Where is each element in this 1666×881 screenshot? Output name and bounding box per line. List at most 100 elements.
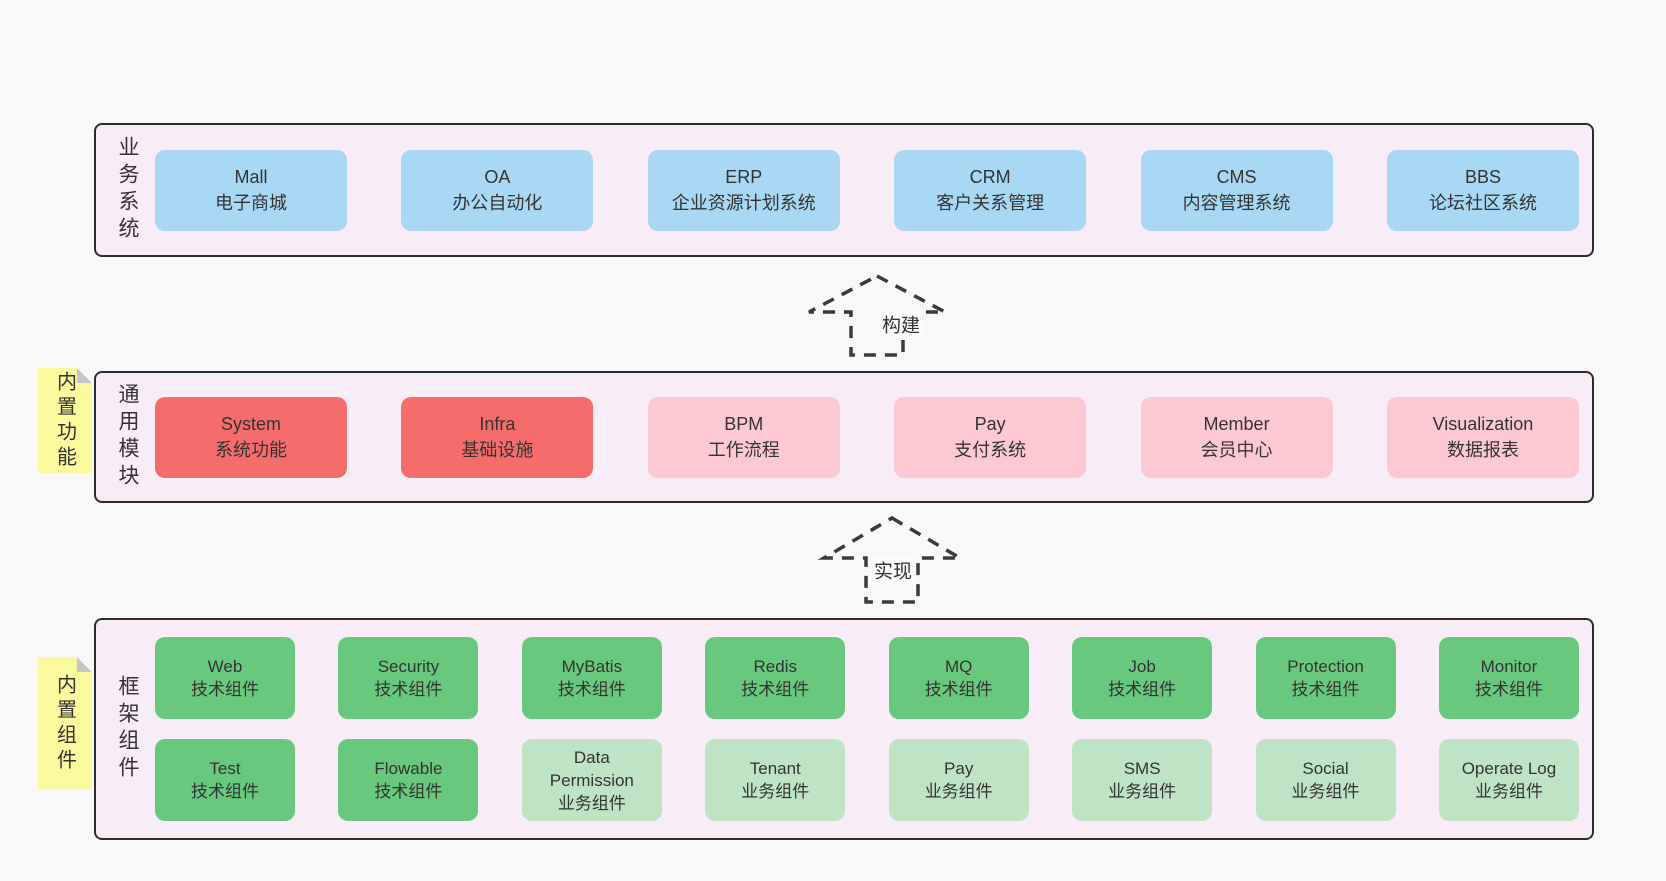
module-box-mall: Mall 电子商城 (155, 149, 347, 231)
module-name: Mall (234, 167, 268, 187)
component-box-security: Security 技术组件 (338, 637, 479, 719)
module-name: OA (484, 167, 511, 187)
component-desc: 业务组件 (924, 782, 993, 801)
component-name: Redis (753, 657, 797, 676)
module-desc: 工作流程 (707, 440, 780, 460)
module-desc: 电子商城 (215, 193, 287, 213)
component-box-redis: Redis 技术组件 (705, 637, 846, 719)
component-desc: 业务组件 (1108, 782, 1177, 801)
component-desc: 技术组件 (191, 680, 259, 699)
module-name: Infra (479, 414, 516, 434)
module-box-cms: CMS 内容管理系统 (1140, 149, 1333, 231)
module-desc: 客户关系管理 (936, 193, 1045, 213)
component-desc: 业务组件 (741, 782, 810, 801)
module-name: CRM (969, 167, 1011, 187)
sticky-note-text: 内置功能 (53, 370, 76, 471)
component-name: Tenant (749, 759, 801, 778)
module-desc: 内容管理系统 (1182, 193, 1291, 213)
component-desc: 业务组件 (1474, 782, 1543, 801)
component-name: SMS (1123, 759, 1161, 778)
module-desc: 数据报表 (1446, 440, 1519, 460)
module-name: Visualization (1432, 414, 1534, 434)
module-name: CMS (1216, 167, 1257, 187)
module-box-crm: CRM 客户关系管理 (894, 149, 1087, 231)
module-box-member: Member 会员中心 (1140, 396, 1333, 478)
component-box-tenant: Tenant 业务组件 (705, 739, 846, 821)
business-systems-row: Mall 电子商城 OA 办公自动化 ERP 企业资源计划系统 CRM 客户关系… (144, 149, 1592, 231)
module-box-pay: Pay 支付系统 (894, 396, 1087, 478)
component-desc: 技术组件 (1108, 680, 1177, 699)
component-name: Social (1302, 759, 1349, 778)
component-desc: 技术组件 (924, 680, 993, 699)
sticky-note-built-in-features: 内置功能 (38, 368, 92, 473)
component-desc: 技术组件 (374, 680, 443, 699)
component-desc: 技术组件 (1291, 680, 1360, 699)
module-name: Pay (974, 414, 1006, 434)
band-common-modules: 通用模块 System 系统功能 Infra 基础设施 BPM 工作流程 Pay… (94, 371, 1594, 503)
band-business-systems: 业务系统 Mall 电子商城 OA 办公自动化 ERP 企业资源计划系统 CRM… (94, 123, 1594, 257)
dashed-up-arrow-icon (808, 274, 946, 357)
sticky-note-text: 内置组件 (53, 673, 76, 774)
component-desc: 技术组件 (741, 680, 810, 699)
module-desc: 企业资源计划系统 (671, 193, 816, 213)
component-name: Operate Log (1461, 759, 1557, 778)
component-name: Web (207, 657, 243, 676)
component-name: Monitor (1480, 657, 1538, 676)
module-box-system: System 系统功能 (155, 396, 347, 478)
component-box-sms: SMS 业务组件 (1072, 739, 1213, 821)
component-box-operate-log: Operate Log 业务组件 (1438, 739, 1579, 821)
sticky-note-built-in-components: 内置组件 (38, 657, 92, 790)
framework-components-row-2: Test 技术组件 Flowable 技术组件 Data Permission … (144, 739, 1592, 821)
module-name: Member (1203, 414, 1270, 434)
component-box-protection: Protection 技术组件 (1255, 637, 1396, 719)
arrow-build: 构建 (807, 272, 947, 358)
component-desc: 业务组件 (557, 793, 626, 813)
component-name: Protection (1287, 657, 1364, 676)
component-box-social: Social 业务组件 (1255, 739, 1396, 821)
component-name: Flowable (374, 759, 443, 778)
dashed-up-arrow-icon (817, 515, 967, 604)
band-label-common-modules: 通用模块 (116, 383, 139, 491)
arrow-realize: 实现 (817, 514, 967, 604)
component-desc: 业务组件 (1291, 782, 1360, 801)
module-name: BBS (1464, 167, 1501, 187)
component-name: Test (209, 759, 241, 778)
band-label-business-systems: 业务系统 (116, 136, 139, 244)
component-box-pay: Pay 业务组件 (888, 739, 1029, 821)
component-box-test: Test 技术组件 (155, 739, 295, 821)
module-desc: 会员中心 (1200, 440, 1273, 460)
module-desc: 基础设施 (461, 440, 534, 460)
component-name: Data Permission (549, 747, 634, 790)
common-modules-row: System 系统功能 Infra 基础设施 BPM 工作流程 Pay 支付系统… (144, 396, 1592, 478)
module-box-oa: OA 办公自动化 (401, 149, 594, 231)
module-box-infra: Infra 基础设施 (401, 396, 594, 478)
component-box-monitor: Monitor 技术组件 (1438, 637, 1579, 719)
component-box-mybatis: MyBatis 技术组件 (521, 637, 662, 719)
framework-components-rows: Web 技术组件 Security 技术组件 MyBatis 技术组件 Redi… (144, 637, 1592, 821)
module-name: BPM (724, 414, 764, 434)
component-box-data-permission: Data Permission 业务组件 (521, 739, 662, 821)
component-name: MyBatis (561, 657, 623, 676)
module-box-erp: ERP 企业资源计划系统 (647, 149, 840, 231)
component-box-flowable: Flowable 技术组件 (338, 739, 479, 821)
component-desc: 技术组件 (191, 782, 259, 801)
module-box-visualization: Visualization 数据报表 (1386, 396, 1579, 478)
module-box-bpm: BPM 工作流程 (647, 396, 840, 478)
component-name: MQ (944, 657, 973, 676)
component-desc: 技术组件 (1474, 680, 1543, 699)
component-desc: 技术组件 (557, 680, 626, 699)
component-box-web: Web 技术组件 (155, 637, 295, 719)
arrow-realize-label: 实现 (870, 555, 916, 585)
component-name: Job (1128, 657, 1156, 676)
framework-components-row-1: Web 技术组件 Security 技术组件 MyBatis 技术组件 Redi… (144, 637, 1592, 719)
band-framework-components: 框架组件 Web 技术组件 Security 技术组件 MyBatis 技术组件… (94, 618, 1594, 840)
module-desc: 论坛社区系统 (1428, 193, 1537, 213)
module-desc: 系统功能 (215, 440, 287, 460)
module-desc: 支付系统 (954, 440, 1027, 460)
band-label-framework-components: 框架组件 (116, 675, 139, 783)
component-name: Pay (944, 759, 974, 778)
module-name: System (220, 414, 281, 434)
component-name: Security (377, 657, 440, 676)
component-box-job: Job 技术组件 (1072, 637, 1213, 719)
